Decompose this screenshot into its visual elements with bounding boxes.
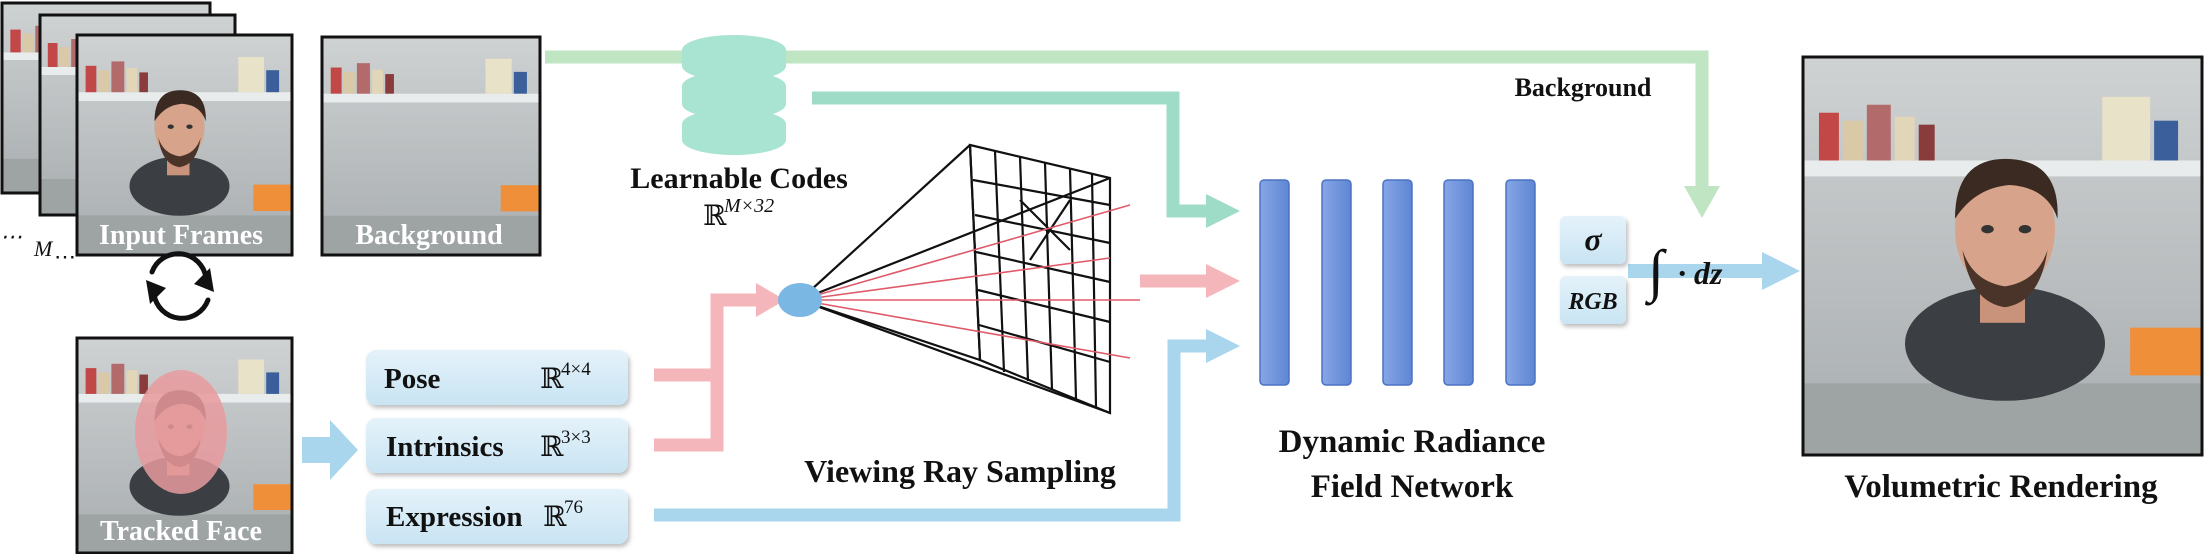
rays-to-network-arrow [1140, 264, 1240, 298]
rgb-box: RGB [1560, 276, 1626, 324]
expression-to-network-arrow [654, 329, 1240, 522]
tracked-face-image: Tracked Face [75, 336, 294, 554]
database-icon [682, 35, 786, 155]
codes-to-network-arrow [812, 91, 1240, 228]
background-arrow-label: Background [1515, 73, 1652, 102]
expression-label: Expression [386, 501, 522, 533]
sigma-box: σ [1560, 216, 1626, 264]
pose-intrinsics-arrow [654, 293, 760, 452]
intrinsics-sup: 3×3 [561, 427, 591, 448]
volumetric-rendering-label: Volumetric Rendering [1844, 469, 2158, 505]
learnable-codes-label: Learnable Codes [630, 162, 848, 195]
integral-symbol: ∫ [1644, 238, 1667, 306]
viewing-ray-sampling-label: Viewing Ray Sampling [804, 453, 1116, 489]
ray-sampling-frustum [799, 143, 1140, 415]
background-to-render-arrow [545, 50, 1720, 218]
intrinsics-space: ℝ [540, 432, 564, 463]
rgb-label: RGB [1567, 289, 1617, 315]
camera-icon [778, 283, 822, 317]
codes-space: ℝ [703, 201, 727, 232]
pose-box: Pose ℝ 4×4 [366, 350, 628, 405]
tracked-face-label: Tracked Face [100, 516, 262, 547]
background-label: Background [355, 220, 503, 251]
sigma-label: σ [1584, 221, 1602, 257]
codes-sup: M×32 [723, 195, 774, 217]
input-frames-label: Input Frames [99, 220, 263, 251]
face-mesh-overlay [135, 370, 227, 494]
network-label-line1: Dynamic Radiance [1279, 424, 1546, 460]
face-to-params-arrow [302, 420, 358, 480]
frames-count-label: M [33, 236, 54, 261]
integral-dz: · dz [1678, 255, 1723, 291]
volumetric-render-image [1801, 55, 2204, 457]
expression-space: ℝ [543, 502, 567, 533]
expression-sup: 76 [564, 497, 583, 518]
pose-sup: 4×4 [561, 359, 591, 380]
cycle-arrows-icon [146, 251, 214, 321]
frames-dots-left: ⋯ [0, 224, 22, 249]
background-image: Background [320, 35, 542, 257]
expression-box: Expression ℝ 76 [366, 489, 628, 544]
pose-label: Pose [384, 363, 441, 395]
intrinsics-box: Intrinsics ℝ 3×3 [366, 418, 628, 473]
pose-space: ℝ [540, 364, 564, 395]
intrinsics-label: Intrinsics [386, 431, 504, 463]
network-layer-bars [1259, 179, 1536, 386]
pose-arrow-head [756, 283, 785, 317]
frames-dots-right: ⋯ [54, 244, 76, 269]
output-to-render-arrow [1628, 252, 1800, 290]
input-frames: Input Frames ⋯ M ⋯ [0, 1, 294, 269]
network-label-line2: Field Network [1311, 469, 1514, 505]
